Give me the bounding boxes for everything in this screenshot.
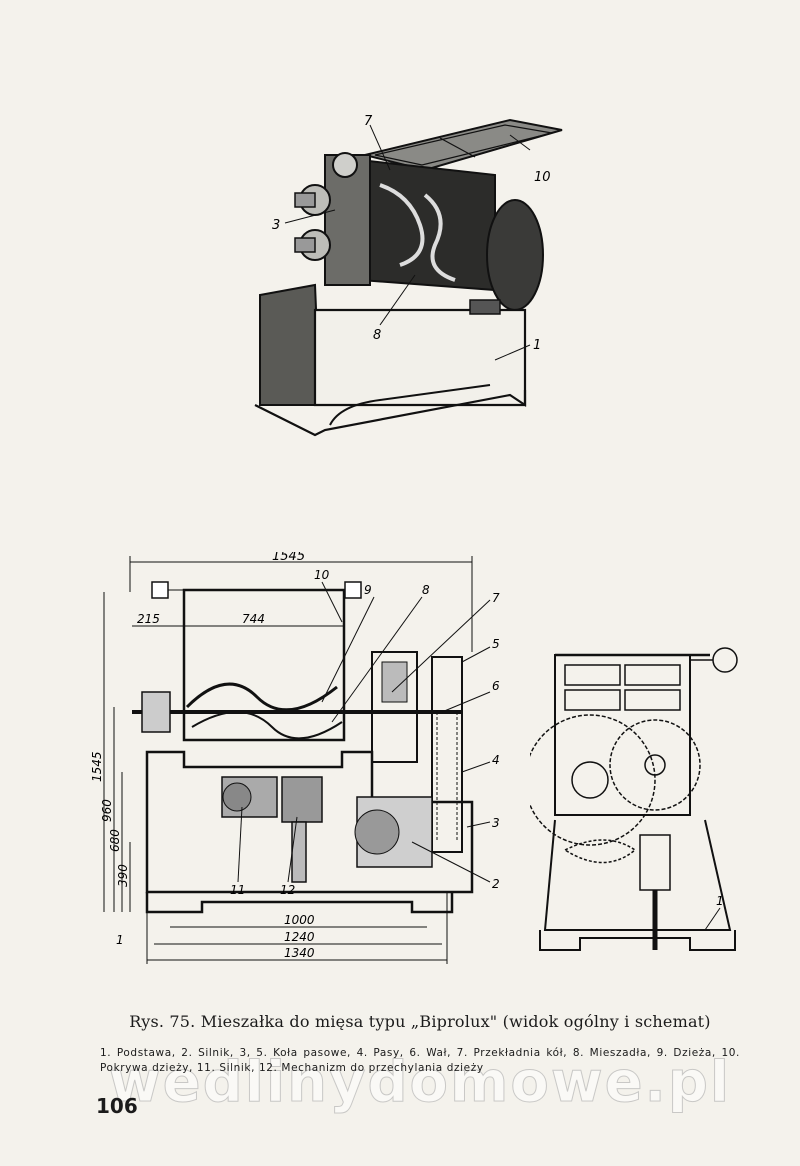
- dim-680: 680: [108, 829, 122, 852]
- caption-prefix: Rys. 75.: [129, 1012, 196, 1031]
- dim-1545-width: 1545: [272, 552, 305, 564]
- fig-label-4: 4: [492, 753, 500, 767]
- dim-1545-height: 1545: [92, 751, 104, 782]
- mixer-section-drawing: 1545 10 215 744 9 8 7 5 6 4 3 2 11 12 1 …: [92, 552, 500, 964]
- fig-label-10: 10: [314, 568, 330, 582]
- dim-390: 390: [116, 864, 130, 887]
- fig-label-1: 1: [116, 933, 124, 947]
- figure-legend: 1. Podstawa, 2. Silnik, 3, 5. Koła pasow…: [100, 1047, 740, 1074]
- fig-label-1: 1: [533, 338, 541, 353]
- fig-label-11: 11: [230, 883, 245, 897]
- fig-label-3: 3: [492, 816, 500, 830]
- fig-label-7: 7: [364, 114, 373, 129]
- fig-label-12: 12: [280, 883, 295, 897]
- fig-label-8: 8: [422, 583, 430, 597]
- fig-label-6: 6: [492, 679, 500, 693]
- dim-1240: 1240: [284, 930, 315, 944]
- page-number: 106: [96, 1094, 138, 1118]
- fig-label-3: 3: [272, 218, 280, 233]
- fig-label-1: 1: [716, 894, 724, 908]
- fig-label-5: 5: [492, 637, 500, 651]
- dim-1000: 1000: [284, 913, 315, 927]
- dim-1340: 1340: [284, 946, 315, 960]
- fig-label-10: 10: [534, 170, 551, 185]
- fig-label-8: 8: [373, 328, 381, 343]
- mixer-perspective-illustration: 7 10 3 8 1: [254, 114, 563, 437]
- dim-215: 215: [137, 612, 160, 626]
- dim-744: 744: [242, 612, 265, 626]
- dim-960: 960: [100, 799, 114, 822]
- caption-text: Mieszałka do mięsa typu „Biprolux" (wido…: [200, 1012, 711, 1031]
- fig-label-9: 9: [364, 583, 372, 597]
- mixer-side-view-drawing: 1: [530, 647, 738, 951]
- figure-caption: Rys. 75. Mieszałka do mięsa typu „Biprol…: [90, 1012, 750, 1031]
- fig-label-2: 2: [492, 877, 500, 891]
- fig-label-7: 7: [492, 591, 500, 605]
